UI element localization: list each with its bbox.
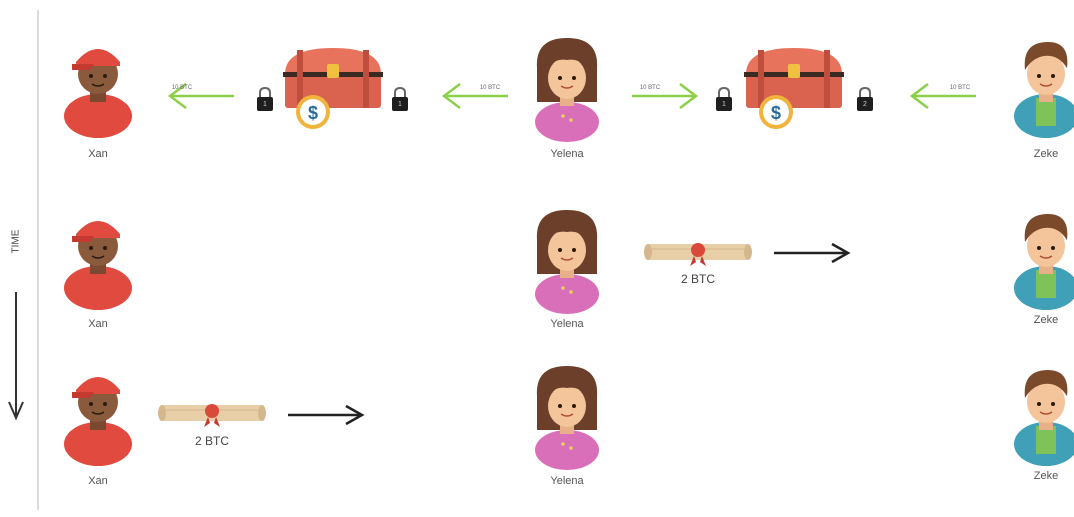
zeke-avatar-row3 [1013,369,1074,467]
zeke-name-row2: Zeke [1033,314,1059,326]
channel-label-2: 10 BTC [479,85,501,91]
xan-avatar-row2 [63,220,133,311]
yelena-avatar-row1 [534,37,600,143]
chest-icon-1 [283,48,383,108]
time-arrow-head [8,401,24,421]
lock-number-4: 2 [863,101,867,108]
yelena-avatar-row2 [534,209,600,315]
xan-name-row3: Xan [88,475,108,487]
payment-label-row2: 2 BTC [680,272,715,286]
black-arrow-row2 [772,242,850,264]
zeke-name-row1: Zeke [1033,148,1059,160]
yelena-avatar-row3 [534,365,600,471]
lock-number-3: 1 [722,101,726,108]
scroll-icon-row3 [157,403,267,428]
lock-number-2: 1 [398,101,402,108]
yelena-name-row1: Yelena [550,148,584,160]
xan-name-row1: Xan [88,148,108,160]
channel-label-3: 10 BTC [639,85,661,91]
coin-icon-1 [296,95,330,129]
xan-avatar-row1 [63,48,133,139]
zeke-avatar-row1 [1013,41,1074,139]
lock-number-1: 1 [263,101,267,108]
zeke-name-row3: Zeke [1033,470,1059,482]
payment-label-row3: 2 BTC [194,434,229,448]
channel-label-4: 10 BTC [949,85,971,91]
yelena-name-row3: Yelena [550,475,584,487]
time-label: TIME [10,229,22,254]
xan-avatar-row3 [63,376,133,467]
coin-icon-2 [759,95,793,129]
zeke-avatar-row2 [1013,213,1074,311]
yelena-name-row2: Yelena [550,318,584,330]
scroll-icon-row2 [643,242,753,267]
xan-name-row2: Xan [88,318,108,330]
chest-icon-2 [744,48,844,108]
black-arrow-row3 [286,404,364,426]
channel-label-1: 10 BTC [171,85,193,91]
